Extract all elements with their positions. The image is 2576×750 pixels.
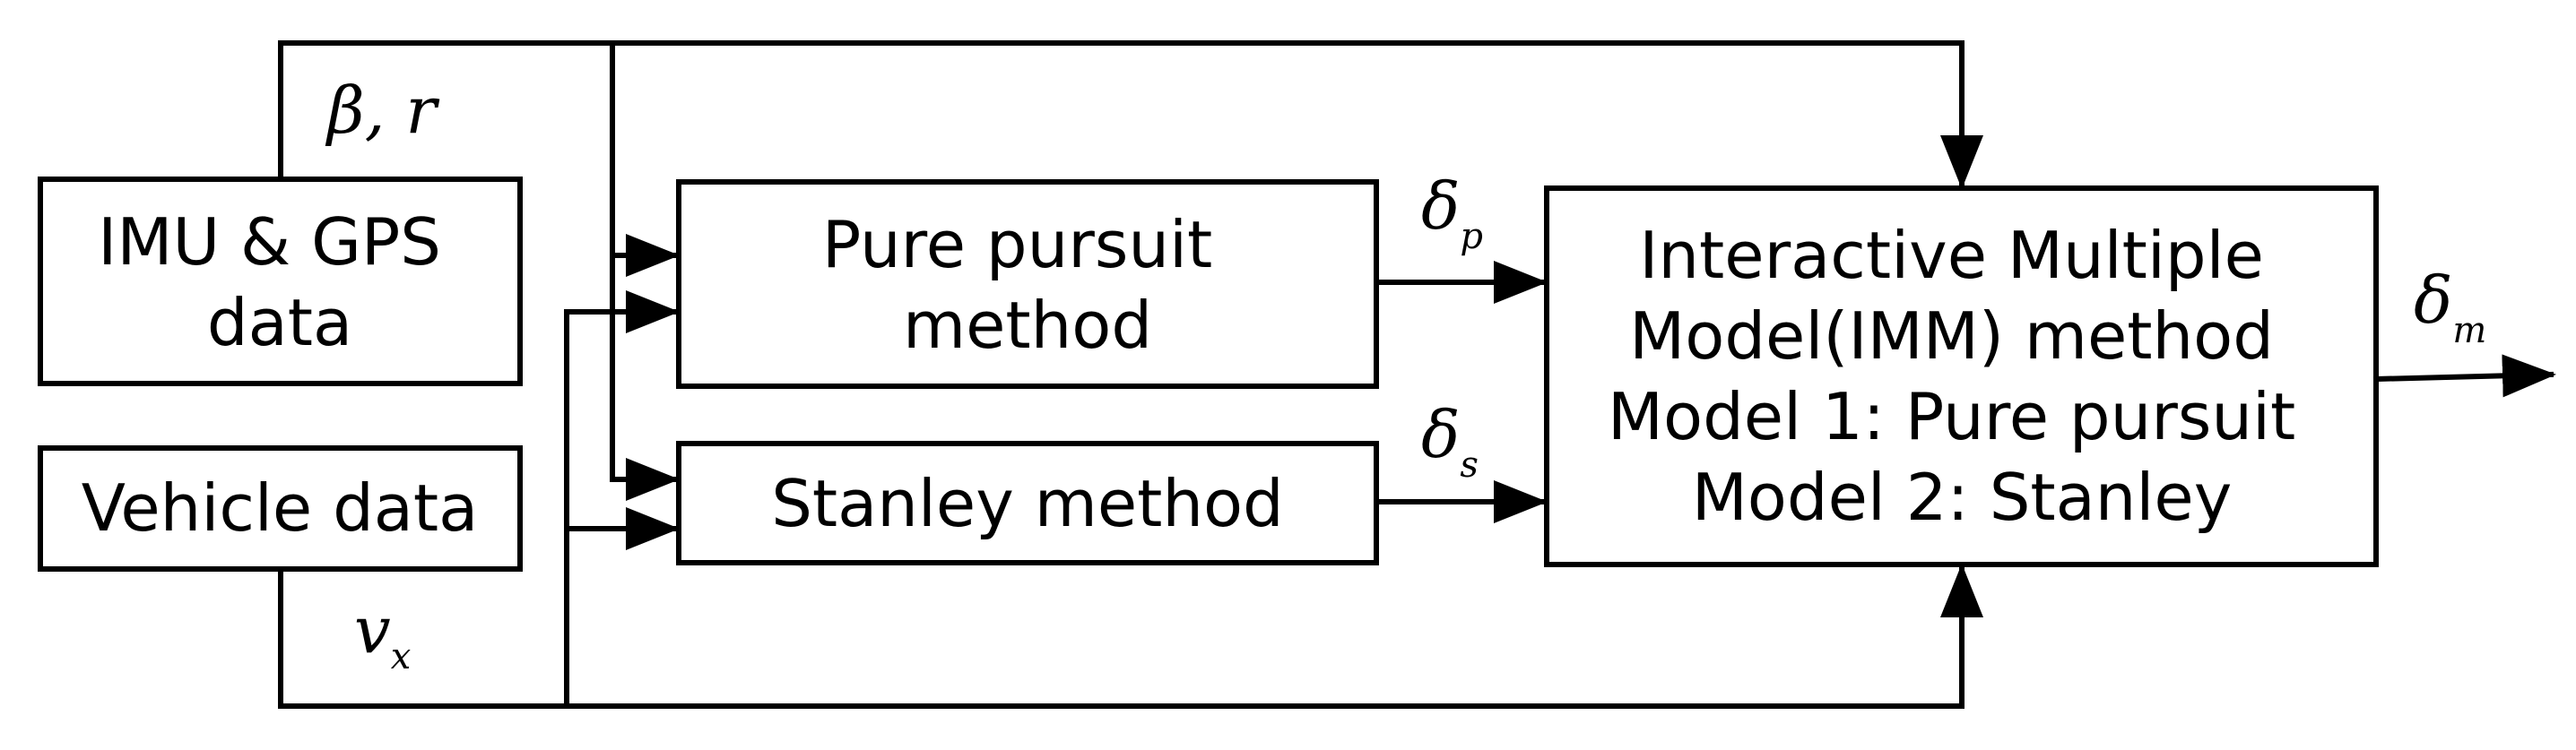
delta-s-label: δs (1421, 397, 1479, 486)
vehicle-data-block (38, 445, 523, 572)
vx-subscript: x (391, 636, 412, 677)
pure-pursuit-label-line2: method (903, 288, 1152, 363)
delta-m-arrow (2372, 354, 2556, 398)
delta-s-subscript: s (1460, 444, 1479, 486)
delta-m-symbol: δ (2414, 263, 2452, 338)
delta-m-subscript: m (2452, 310, 2486, 351)
beta-r-line (278, 40, 1965, 182)
imu-gps-label-line1: IMU & GPS (98, 204, 441, 280)
vehicle-data-label-line1: Vehicle data (82, 470, 479, 546)
imu-gps-block (38, 177, 523, 386)
pure-pursuit-label: Pure pursuit method (822, 207, 1233, 363)
delta-s-symbol: δ (1421, 397, 1460, 472)
imm-label-line1: Interactive Multiple (1639, 218, 2264, 293)
vx-label: vx (354, 592, 411, 677)
imm-label-line4: Model 2: Stanley (1692, 460, 2233, 535)
vx-line (278, 566, 1965, 709)
delta-m-label: δm (2414, 263, 2486, 351)
beta-r-label: β, r (325, 73, 439, 148)
imm-label-line2: Model(IMM) method (1629, 298, 2274, 374)
vehicle-data-label: Vehicle data (82, 470, 479, 546)
imm-label: Interactive Multiple Model(IMM) method M… (1608, 218, 2316, 535)
pure-pursuit-label-line1: Pure pursuit (822, 207, 1212, 282)
imu-gps-label-line2: data (207, 285, 352, 360)
delta-p-label: δp (1421, 168, 1483, 257)
stanley-label: Stanley method (771, 466, 1284, 541)
delta-p-symbol: δ (1421, 168, 1460, 244)
delta-p-subscript: p (1460, 216, 1483, 257)
imu-gps-label: IMU & GPS data (98, 204, 462, 360)
vx-symbol: v (354, 592, 391, 668)
stanley-label-line1: Stanley method (771, 466, 1284, 541)
imm-label-line3: Model 1: Pure pursuit (1608, 379, 2295, 454)
stanley-block (676, 441, 1379, 565)
